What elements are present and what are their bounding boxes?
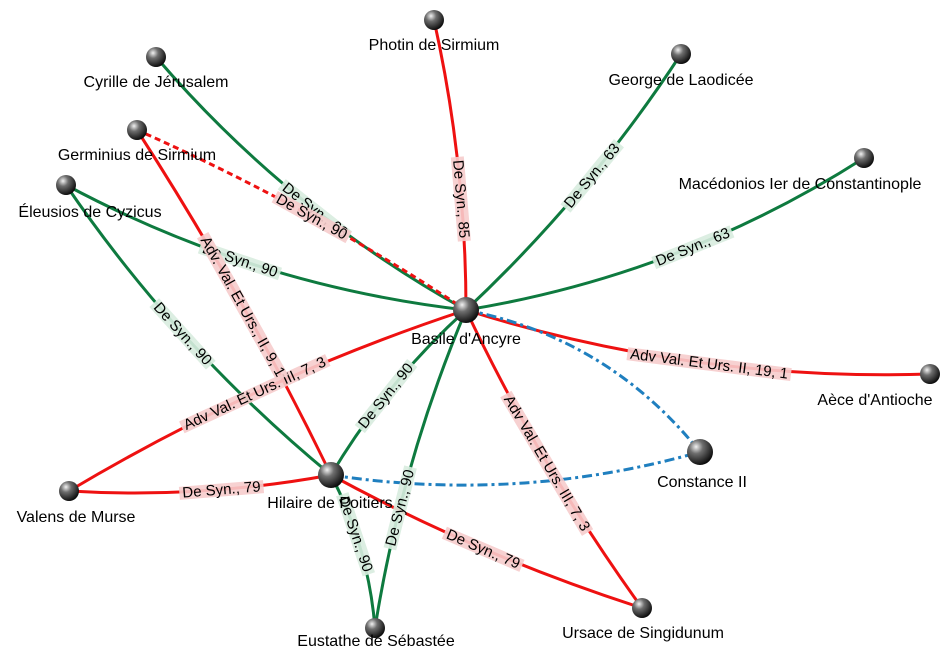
node-germinius[interactable]: Germinius de Sirmium <box>58 120 216 164</box>
node-label: Hilaire de Poitiers <box>267 495 392 512</box>
node-label: Germinius de Sirmium <box>58 147 216 164</box>
edge-label-basile-hilaire: De Syn., 90 <box>354 358 418 434</box>
node-ursace[interactable]: Ursace de Singidunum <box>562 598 724 642</box>
node-sphere-icon[interactable] <box>687 439 713 465</box>
node-sphere-icon[interactable] <box>424 10 444 30</box>
nodes-layer: Basile d'Ancyre Photin de SirmiumCyrille … <box>17 10 940 650</box>
edge-label-text: De Syn., 79 <box>182 478 262 501</box>
node-basile[interactable]: Basile d'Ancyre <box>411 297 521 348</box>
edge-label-hilaire-ursace: De Syn., 79 <box>441 526 525 573</box>
node-sphere-icon[interactable] <box>56 175 76 195</box>
edge-label-halo <box>149 298 216 370</box>
edge-label-halo <box>441 526 525 572</box>
node-eustathe[interactable]: Eustathe de Sébastée <box>297 618 455 650</box>
edge-labels-layer: De Syn., 85 De Syn., 63 De Syn., 63 De Syn.… <box>149 139 792 577</box>
node-constance[interactable]: Constance II <box>657 439 747 491</box>
edges-layer <box>64 19 931 629</box>
edge-label-halo <box>383 465 417 551</box>
edge-label-text: De Syn., 90 <box>150 299 215 369</box>
edge-hilaire-constance <box>330 450 701 487</box>
edge-label-text: De Syn., 63 <box>561 140 624 211</box>
node-label: Eustathe de Sébastée <box>297 633 455 650</box>
node-label: George de Laodicée <box>609 72 754 89</box>
edge-label-basile-macedonios: De Syn., 63 <box>651 225 735 270</box>
edge-basile-constance <box>465 308 702 453</box>
edge-label-halo <box>560 139 624 213</box>
node-label: Macédonios Ier de Constantinople <box>679 176 922 193</box>
node-sphere-icon[interactable] <box>59 481 79 501</box>
node-eleusios[interactable]: Éleusios de Cyzicus <box>18 175 162 221</box>
edge-label-text: Adv Val. Et Urs. II, 19, 1 <box>629 346 789 383</box>
edge-label-halo <box>626 347 792 382</box>
node-george[interactable]: George de Laodicée <box>609 44 754 89</box>
node-sphere-icon[interactable] <box>671 44 691 64</box>
node-label: Ursace de Singidunum <box>562 625 724 642</box>
edge-label-text: De Syn., 63 <box>653 225 732 270</box>
edge-label-halo <box>651 225 735 270</box>
edge-label-halo <box>178 480 265 500</box>
node-sphere-icon[interactable] <box>127 120 147 140</box>
node-sphere-icon[interactable] <box>318 462 344 488</box>
node-sphere-icon[interactable] <box>854 148 874 168</box>
edge-label-basile-ursace: Adv Val. Et Urs. III, 7, 3 <box>500 390 594 536</box>
edge-label-halo <box>179 354 331 434</box>
node-sphere-icon[interactable] <box>632 598 652 618</box>
edge-label-basile-aece: Adv Val. Et Urs. II, 19, 1 <box>626 346 792 383</box>
edge-label-halo <box>354 358 418 434</box>
node-label: Basile d'Ancyre <box>411 331 521 348</box>
node-sphere-icon[interactable] <box>453 297 479 323</box>
edge-basile-cyrille <box>154 56 467 312</box>
edge-label-basile-photin: De Syn., 85 <box>449 156 473 242</box>
node-macedonios[interactable]: Macédonios Ier de Constantinople <box>679 148 922 193</box>
node-valens[interactable]: Valens de Murse <box>17 481 136 526</box>
edge-label-text: De Syn., 90 <box>355 360 417 432</box>
edge-basile-eustathe <box>373 309 468 629</box>
edge-label-hilaire-eleusios: De Syn., 90 <box>149 298 216 370</box>
edge-label-hilaire-valens: De Syn., 79 <box>178 478 265 502</box>
edge-label-halo <box>197 232 289 382</box>
edge-label-halo <box>500 390 594 536</box>
edge-label-halo <box>197 241 283 281</box>
node-hilaire[interactable]: Hilaire de Poitiers <box>267 462 393 512</box>
edge-label-basile-george: De Syn., 63 <box>560 139 624 213</box>
node-label: Éleusios de Cyzicus <box>18 202 161 221</box>
node-sphere-icon[interactable] <box>920 364 940 384</box>
node-label: Photin de Sirmium <box>369 37 500 54</box>
edge-basile-germinius <box>136 128 467 312</box>
edge-label-halo <box>450 156 471 242</box>
edge-label-text: De Syn., 85 <box>449 159 472 239</box>
node-sphere-icon[interactable] <box>365 618 385 638</box>
edge-label-halo <box>271 190 352 244</box>
node-cyrille[interactable]: Cyrille de Jérusalem <box>84 47 229 91</box>
edge-basile-george <box>464 53 683 312</box>
node-label: Constance II <box>657 474 747 491</box>
node-label: Valens de Murse <box>17 509 136 526</box>
node-photin[interactable]: Photin de Sirmium <box>369 10 500 54</box>
node-aece[interactable]: Aèce d'Antioche <box>817 364 940 409</box>
edge-label-text: De Syn., 79 <box>444 526 523 572</box>
node-label: Aèce d'Antioche <box>817 392 932 409</box>
node-sphere-icon[interactable] <box>146 47 166 67</box>
node-label: Cyrille de Jérusalem <box>84 74 229 91</box>
edge-label-halo <box>336 492 375 577</box>
edge-label-text: Adv Val. Et Urs. III, 7, 3 <box>500 392 593 534</box>
